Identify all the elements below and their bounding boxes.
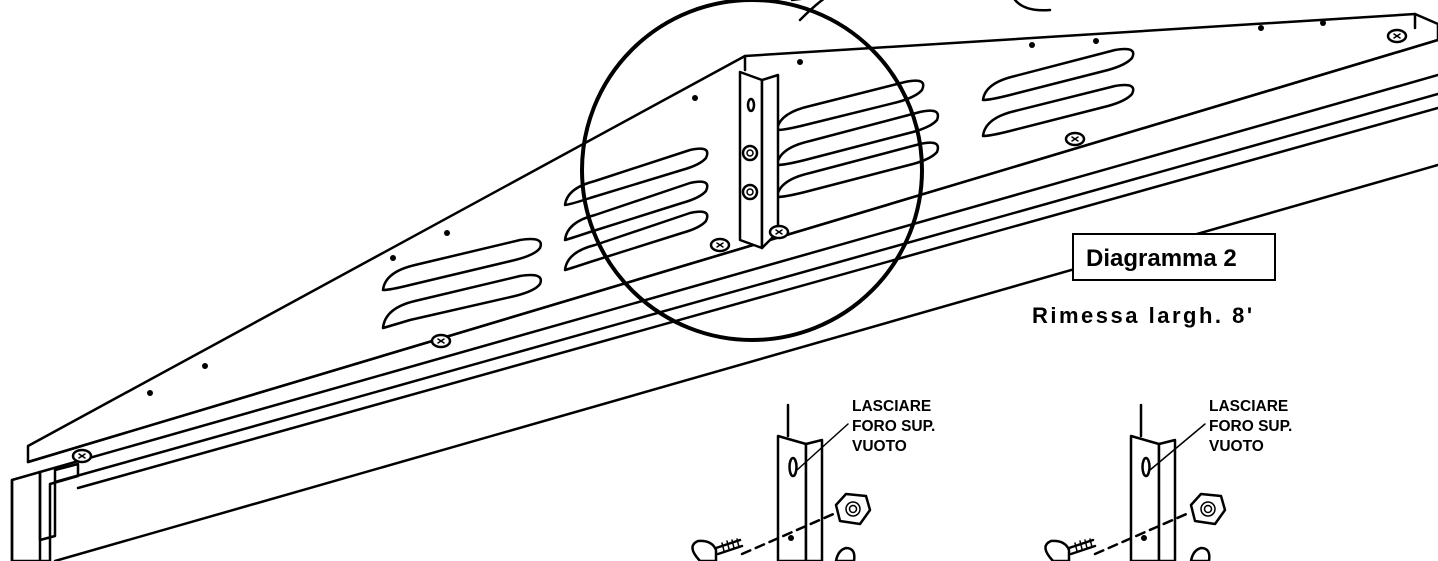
corner-bracket bbox=[738, 70, 780, 250]
wall-frame bbox=[10, 73, 1438, 561]
bracket-detail-right: LASCIARE FORO SUP. VUOTO bbox=[1044, 398, 1292, 561]
detail-magnifier-circle bbox=[580, 0, 924, 342]
diagram-subtitle: Rimessa largh. 8' bbox=[1032, 303, 1255, 328]
screw-head bbox=[741, 183, 759, 201]
louver-group-left bbox=[381, 237, 543, 330]
callout-leader bbox=[1149, 423, 1206, 471]
upper-zoom-arc bbox=[1013, 0, 1052, 12]
washer bbox=[1189, 546, 1211, 561]
diagram-title: Diagramma 2 bbox=[1086, 245, 1237, 272]
rail-inner-edge bbox=[53, 92, 1438, 484]
rail-bottom-edge bbox=[53, 163, 1438, 561]
bracket-top-hole bbox=[788, 456, 798, 478]
callout-line: LASCIARE bbox=[1209, 398, 1288, 415]
rail-screws bbox=[71, 28, 1408, 464]
hex-nut bbox=[1189, 492, 1227, 526]
pilot-holes bbox=[147, 20, 1326, 396]
callout-leader bbox=[796, 423, 849, 471]
bolt-axis-dashed bbox=[740, 510, 840, 556]
gable-panel bbox=[26, 12, 1438, 464]
callout-line: VUOTO bbox=[1209, 438, 1264, 455]
louver-group-center bbox=[775, 79, 940, 199]
bracket-slot bbox=[746, 97, 756, 113]
bolt-thread bbox=[1074, 538, 1093, 552]
bracket-detail-left: LASCIARE FORO SUP. VUOTO bbox=[691, 398, 935, 561]
bolt-axis-dashed bbox=[1093, 510, 1193, 556]
callout-line: LASCIARE bbox=[852, 398, 931, 415]
washer bbox=[834, 546, 856, 561]
bolt-head bbox=[1044, 539, 1071, 561]
louver-group-right bbox=[981, 47, 1135, 138]
rail-mid-edge bbox=[76, 106, 1438, 490]
bolt-thread bbox=[721, 538, 740, 552]
bolt-head bbox=[691, 539, 718, 561]
callout-line: FORO SUP. bbox=[852, 418, 935, 435]
top-rail-edge bbox=[38, 73, 1438, 474]
louver-group-mid bbox=[563, 147, 709, 272]
bracket-top-hole bbox=[1141, 456, 1151, 478]
hex-nut bbox=[834, 492, 872, 526]
callout-line: VUOTO bbox=[852, 438, 907, 455]
diagram-title-box bbox=[1072, 233, 1276, 281]
screw-head bbox=[741, 144, 759, 162]
zoom-leader-line-2 bbox=[798, 0, 825, 22]
callout-line: FORO SUP. bbox=[1209, 418, 1292, 435]
